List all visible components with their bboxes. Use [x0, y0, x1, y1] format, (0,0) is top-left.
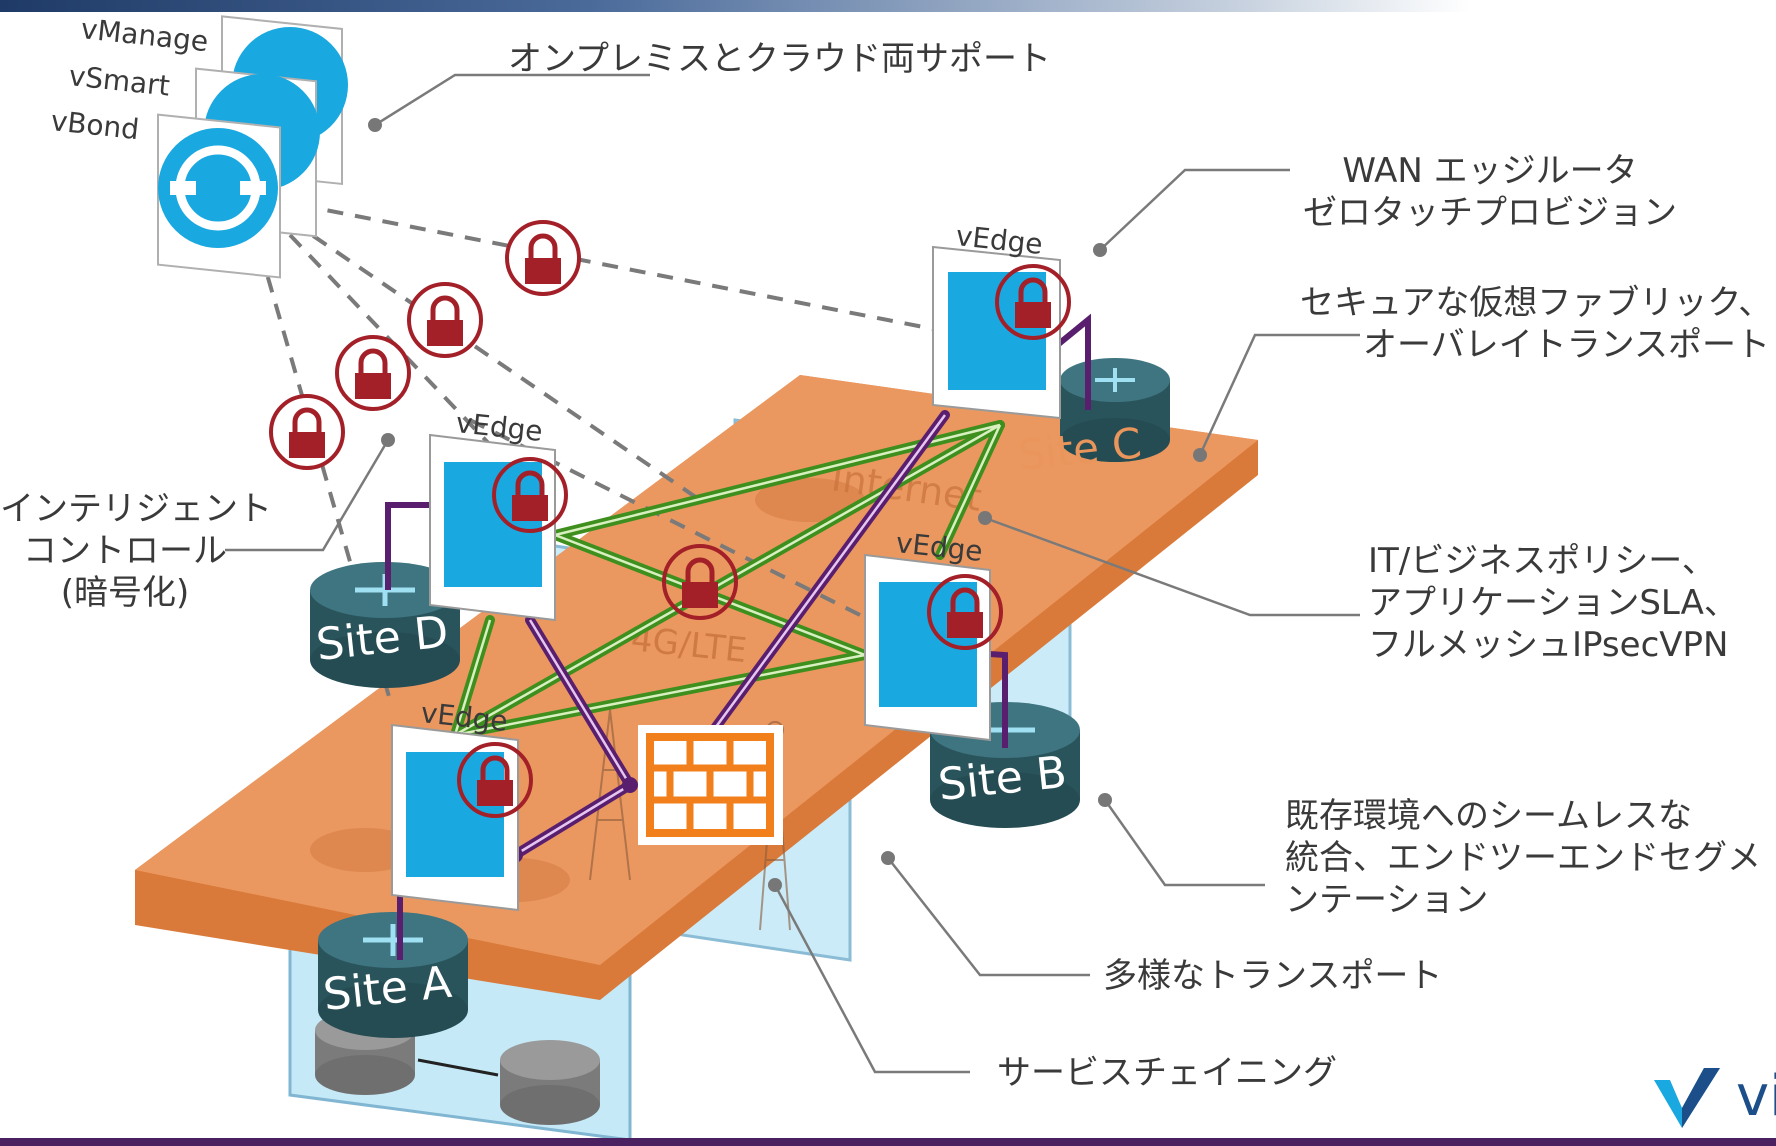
vedge-site-b: vEdge: [864, 526, 991, 742]
callout-onprem-cloud: オンプレミスとクラウド両サポート: [508, 39, 1051, 79]
lock-icon: [505, 220, 581, 296]
callout-transport: 多様なトランスポート: [1103, 956, 1443, 996]
callout-secure-fabric: セキュアな仮想ファブリック、 オーバレイトランスポート: [1300, 283, 1773, 365]
controller-vbond: vBond: [49, 104, 281, 279]
firewall-icon: [638, 725, 783, 845]
brand-logo: vi: [1648, 1060, 1776, 1136]
callout-intelligent-control: インテリジェント コントロール (暗号化): [0, 489, 272, 613]
callout-wan-edge: WAN エッジルータ ゼロタッチプロビジョン: [1303, 151, 1677, 233]
svg-text:vSmart: vSmart: [67, 59, 171, 102]
svg-text:vManage: vManage: [79, 12, 210, 58]
brand-v-icon: [1654, 1068, 1720, 1128]
lock-icon: [927, 574, 1003, 650]
lock-icon: [407, 282, 483, 358]
vedge-site-d: vEdge: [429, 406, 556, 622]
lock-icon: [995, 264, 1071, 340]
lock-icon: [335, 335, 411, 411]
lock-icon: [662, 544, 738, 620]
vedge-site-a: vEdge: [391, 696, 519, 912]
callout-leaders: [225, 73, 1360, 1074]
top-accent-bar: [0, 0, 1470, 12]
lan-router-right: [500, 1040, 600, 1125]
bottom-accent-bar: [0, 1138, 1776, 1146]
lock-icons: [269, 220, 1071, 818]
callout-policy: IT/ビジネスポリシー、 アプリケーションSLA、 フルメッシュIPsecVPN: [1368, 541, 1738, 665]
callout-integration: 既存環境へのシームレスな 統合、エンドツーエンドセグメ ンテーション: [1285, 796, 1761, 920]
lock-icon: [269, 394, 345, 470]
callout-service-chaining: サービスチェイニング: [997, 1053, 1337, 1093]
lock-icon: [492, 457, 568, 533]
site-a-router: [318, 912, 468, 1038]
brand-text: vi: [1736, 1064, 1776, 1129]
svg-text:vBond: vBond: [49, 104, 140, 146]
lock-icon: [457, 742, 533, 818]
